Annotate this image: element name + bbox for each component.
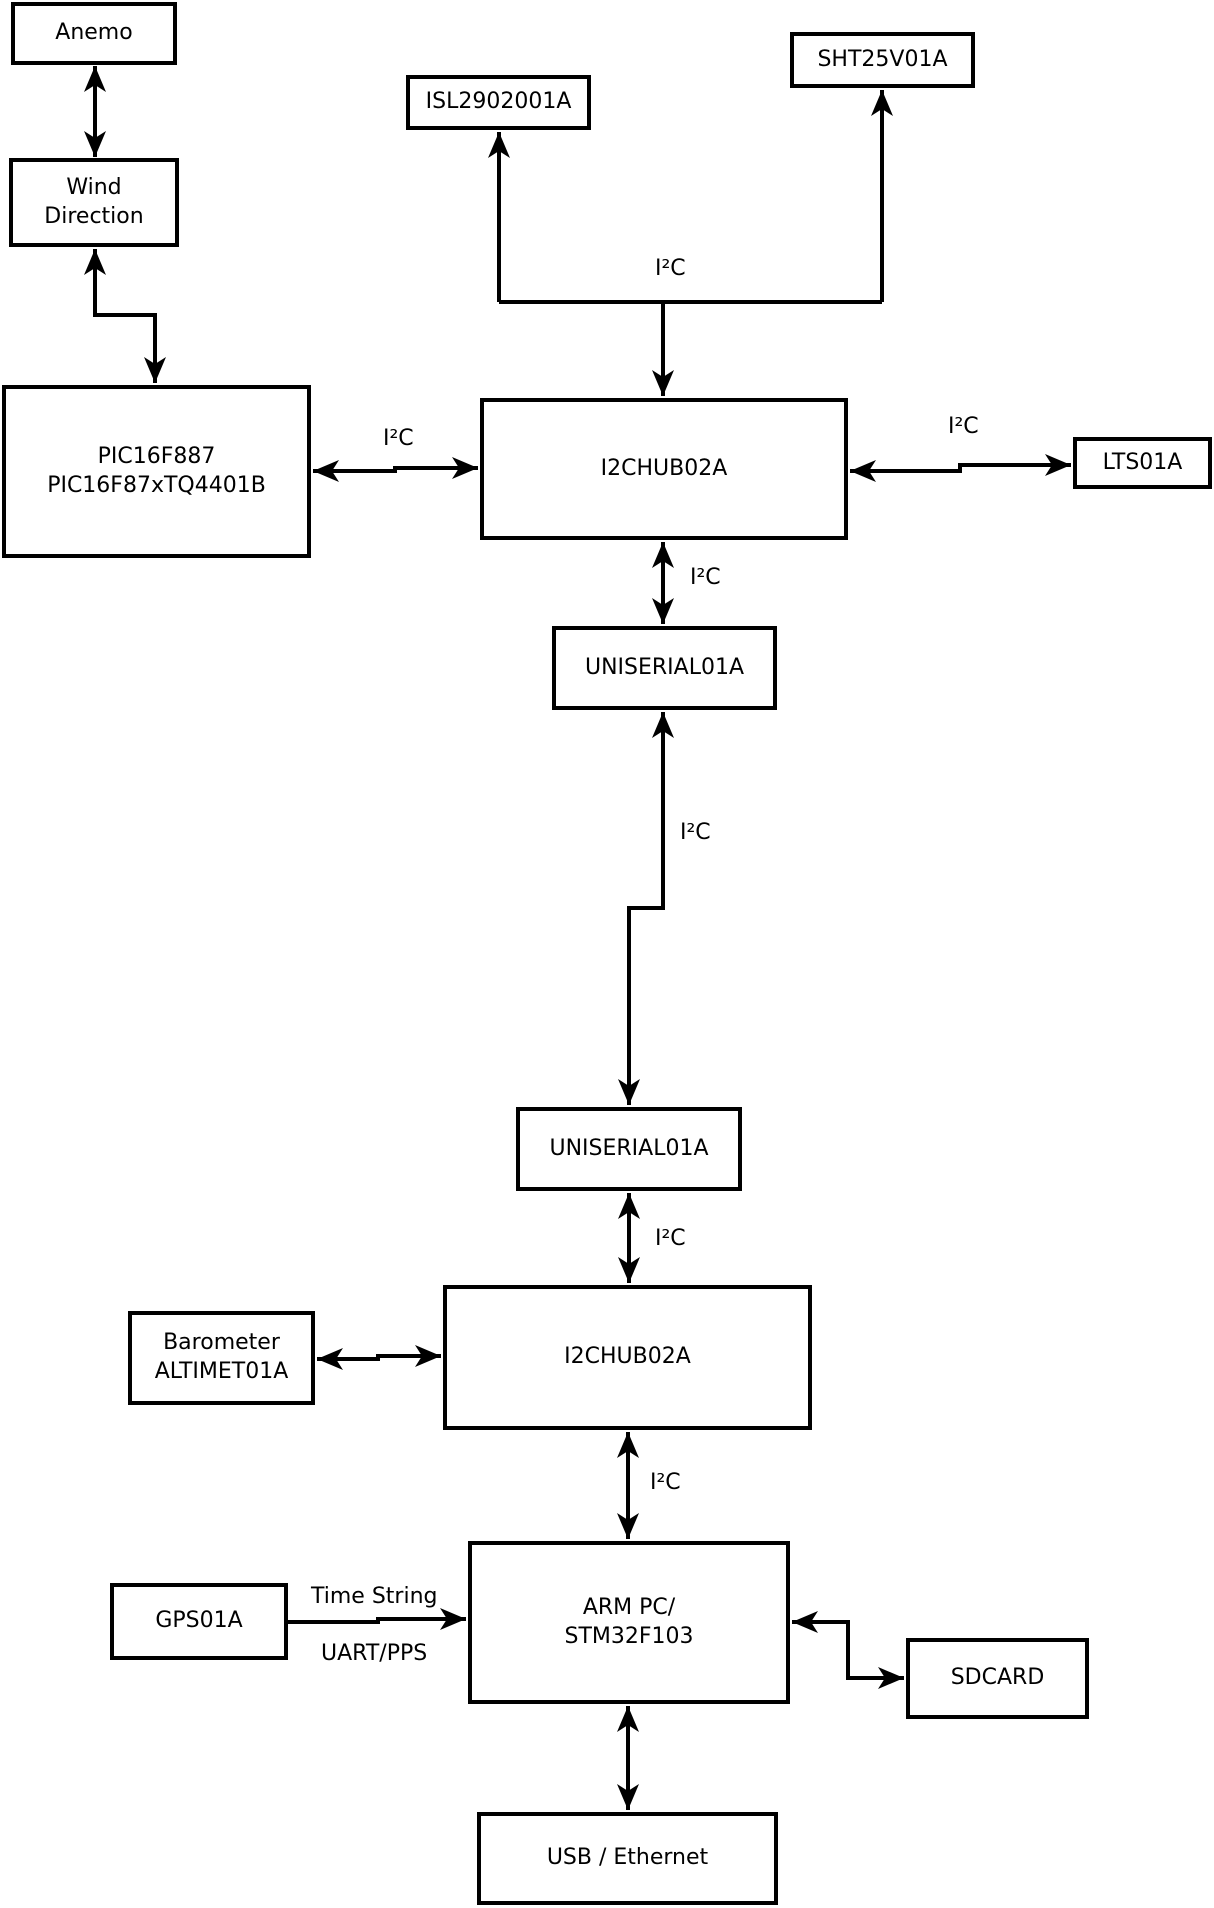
i2c-label-hub2-armpc: I²C — [650, 1470, 681, 1495]
gps01a-label: GPS01A — [155, 1608, 243, 1634]
barometer-altimet01a-label: Barometer ALTIMET01A — [154, 1330, 289, 1384]
i2c-label-top-bus: I²C — [655, 256, 686, 281]
sdcard-box: SDCARD — [906, 1638, 1089, 1719]
wind-direction-label: Wind Direction — [44, 174, 144, 229]
uniserial01a-top-box: UNISERIAL01A — [552, 626, 777, 710]
time-string-label: Time String — [311, 1584, 438, 1609]
i2chub02a-top-label: I2CHUB02A — [600, 455, 728, 481]
anemo-box: Anemo — [11, 2, 177, 65]
lts01a-label: LTS01A — [1102, 449, 1183, 475]
isl2902001a-box: ISL2902001A — [406, 75, 591, 130]
uart-pps-label: UART/PPS — [321, 1641, 428, 1666]
sht25v01a-box: SHT25V01A — [790, 32, 975, 88]
barometer-altimet01a-box: Barometer ALTIMET01A — [128, 1311, 315, 1405]
i2c-label-uniserial-uniserial: I²C — [680, 820, 711, 845]
edge-i2chub-lts — [850, 454, 1071, 482]
i2c-label-pic-hub: I²C — [383, 426, 414, 451]
edge-winddirection-pic — [84, 249, 166, 383]
lts01a-box: LTS01A — [1073, 437, 1212, 489]
gps01a-box: GPS01A — [110, 1583, 288, 1660]
anemo-label: Anemo — [55, 20, 133, 46]
uniserial01a-bottom-label: UNISERIAL01A — [549, 1135, 709, 1161]
arm-pc-stm32f103-label: ARM PC/ STM32F103 — [564, 1594, 694, 1649]
i2c-label-hub-lts: I²C — [948, 414, 979, 439]
usb-ethernet-box: USB / Ethernet — [477, 1812, 778, 1905]
pic16f887-box: PIC16F887 PIC16F87xTQ4401B — [2, 385, 311, 558]
usb-ethernet-label: USB / Ethernet — [546, 1845, 709, 1871]
edge-gps-armpc — [288, 1608, 466, 1630]
i2c-label-hub-uniserial: I²C — [690, 565, 721, 590]
uniserial01a-bottom-box: UNISERIAL01A — [516, 1107, 742, 1191]
isl2902001a-label: ISL2902001A — [425, 89, 572, 115]
wind-direction-box: Wind Direction — [9, 158, 179, 247]
uniserial01a-top-label: UNISERIAL01A — [584, 654, 745, 680]
sht25v01a-label: SHT25V01A — [817, 46, 948, 72]
i2chub02a-bottom-box: I2CHUB02A — [443, 1285, 812, 1430]
pic16f887-label: PIC16F887 PIC16F87xTQ4401B — [47, 443, 266, 498]
arm-pc-stm32f103-box: ARM PC/ STM32F103 — [468, 1541, 790, 1704]
edge-barometer-i2chub2 — [317, 1345, 441, 1370]
i2chub02a-bottom-label: I2CHUB02A — [564, 1344, 691, 1370]
edge-uniserial-uniserial — [618, 712, 674, 1105]
i2chub02a-top-box: I2CHUB02A — [480, 398, 848, 540]
edge-pic-i2chub — [313, 457, 478, 482]
i2c-label-uniserial-hub2: I²C — [655, 1226, 686, 1251]
sdcard-label: SDCARD — [950, 1665, 1045, 1691]
edge-armpc-sdcard — [792, 1611, 904, 1689]
